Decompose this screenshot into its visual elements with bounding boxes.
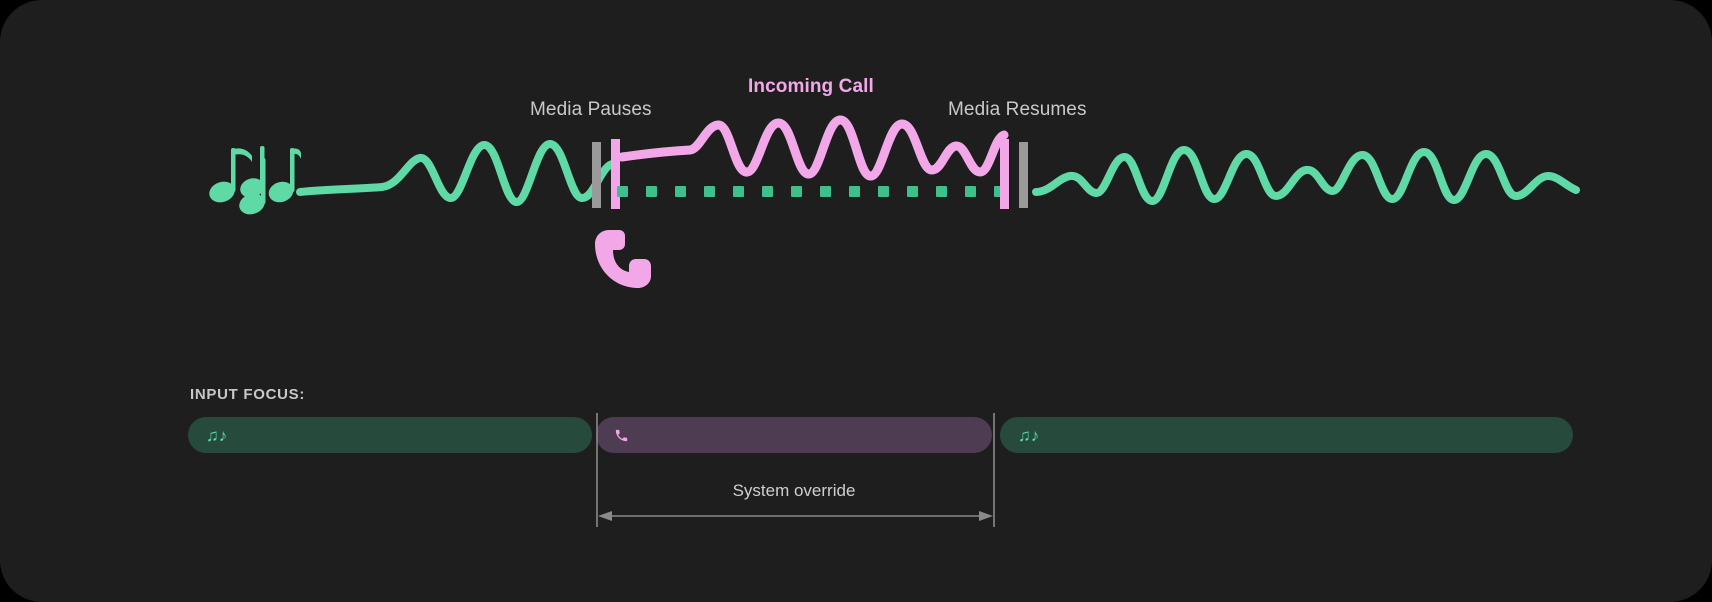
music-notes-icon: ♫♪ — [206, 425, 228, 445]
system-override-caption: System override — [732, 481, 856, 500]
input-focus-title: INPUT FOCUS: — [190, 386, 306, 403]
media-waveform-after — [1032, 146, 1580, 205]
resume-marker-gray-bar — [1019, 142, 1028, 208]
focus-bar-media-right[interactable]: ♫♪ — [1000, 417, 1573, 453]
phone-handset-icon — [595, 230, 651, 288]
label-media-resumes: Media Resumes — [948, 99, 1087, 120]
phone-handset-icon — [614, 428, 629, 443]
phone-handset-glyph — [615, 429, 628, 441]
label-incoming-call: Incoming Call — [748, 76, 874, 97]
resume-marker-pink-bar — [1000, 139, 1009, 209]
timeline-graphics — [209, 115, 1580, 288]
media-paused-dotted-line — [617, 186, 1005, 197]
label-media-pauses: Media Pauses — [530, 99, 652, 120]
focus-bar-media-left[interactable]: ♫♪ — [188, 417, 592, 453]
measure-arrow-head-left — [598, 511, 612, 521]
measure-arrow-head-right — [979, 511, 993, 521]
music-notes-icon: ♫♪ — [1018, 425, 1040, 445]
media-waveform-before — [296, 140, 616, 206]
pause-marker-pink-bar — [611, 139, 620, 209]
music-notes-icon — [209, 146, 301, 215]
call-waveform — [617, 115, 1009, 181]
pause-marker-gray-bar — [592, 142, 601, 208]
audio-focus-timeline: Media Pauses Incoming Call Media Resumes — [209, 76, 1580, 288]
focus-bar-call[interactable] — [596, 417, 992, 453]
